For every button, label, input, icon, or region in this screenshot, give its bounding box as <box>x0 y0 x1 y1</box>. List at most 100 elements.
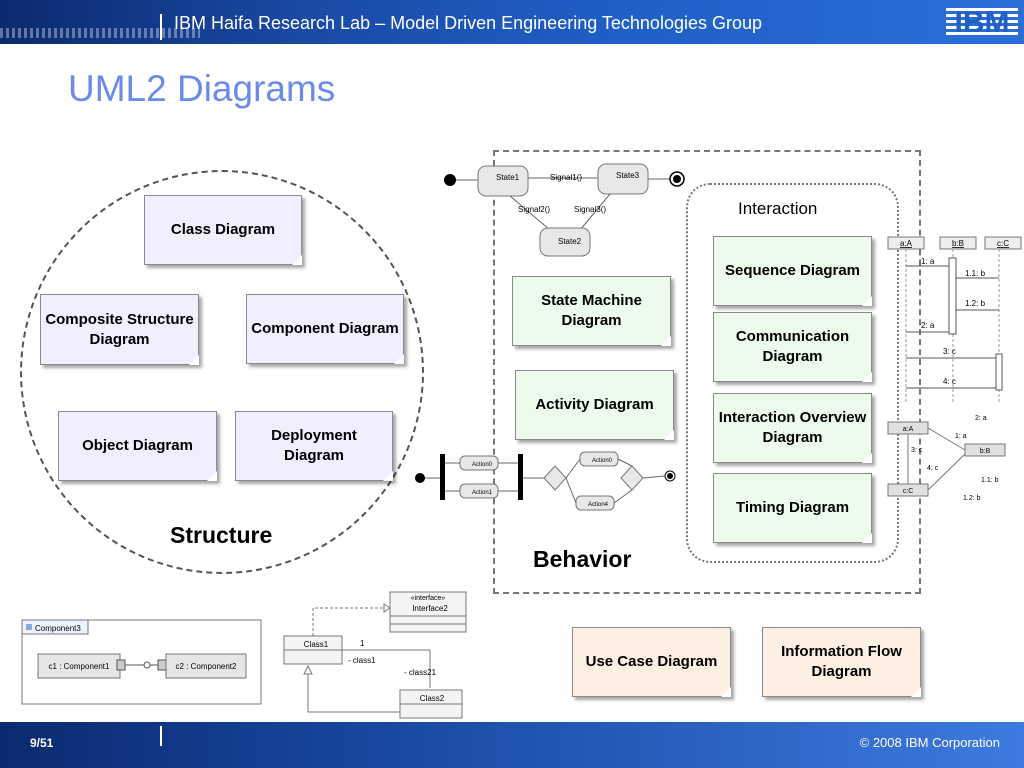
lifeline-c-label: c:C <box>997 239 1009 248</box>
signal2-label: Signal2() <box>518 205 550 214</box>
state2-label: State2 <box>558 237 582 246</box>
transition-signal3 <box>579 193 611 231</box>
multiplicity-label: 1 <box>360 639 365 648</box>
deployment-diagram-note: Deployment Diagram <box>235 411 393 481</box>
state-machine-diagram-note: State Machine Diagram <box>512 276 671 346</box>
decision-node <box>543 465 567 491</box>
component3-tab <box>21 619 89 635</box>
interface2-label: Interface2 <box>412 604 448 613</box>
msg-3-label: 3: c <box>943 347 956 356</box>
state1-label: State1 <box>496 173 520 182</box>
communication-thumbnail: a:A b:B c:C 2: a 1: a 3: c 4: c 1.1: b 1… <box>887 415 1006 502</box>
activity-thumbnail: Action0 Action1 Action0 Action4 <box>415 451 676 511</box>
msg-2-label: 2: a <box>921 321 935 330</box>
fork-bar <box>440 454 445 500</box>
footer-separator <box>160 726 162 746</box>
component3-label: Component3 <box>35 624 81 633</box>
object-a-label: a:A <box>903 426 914 433</box>
role-class21-label: - class21 <box>404 668 437 677</box>
signal1-label: Signal1() <box>550 173 582 182</box>
structure-circle <box>20 170 424 574</box>
object-b-label: b:B <box>980 448 991 455</box>
msg-4-label: 4: c <box>943 377 956 386</box>
state-machine-thumbnail: State1 Signal1() State3 Signal2() Signal… <box>444 163 685 257</box>
join-bar <box>518 454 523 500</box>
ibm-logo-text: IBM <box>955 6 1010 36</box>
activity-initial-node <box>415 473 425 483</box>
object-c-label: c:C <box>903 488 914 495</box>
action-label-1: Action0 <box>472 462 493 468</box>
c2-port <box>157 659 167 671</box>
behavior-label: Behavior <box>533 546 632 572</box>
comm-msg-label-5: 1.1: b <box>981 477 999 484</box>
state2-box <box>539 227 591 257</box>
comm-msg-label-1: 2: a <box>975 415 987 422</box>
class2-label: Class2 <box>420 694 445 703</box>
lifeline-b-label: b:B <box>952 239 964 248</box>
c2-label: c2 : Component2 <box>176 662 237 671</box>
state1-box <box>477 165 529 197</box>
generalization-arrowhead <box>303 664 313 675</box>
use-case-diagram-note: Use Case Diagram <box>572 627 731 697</box>
sequence-thumbnail: a:A b:B c:C 1: a 1.1: b 1.2: b 2: a 3: c… <box>887 236 1022 402</box>
comm-msg-label-4: 4: c <box>927 465 939 472</box>
action-label-4: Action4 <box>588 502 609 508</box>
activity-diagram-note: Activity Diagram <box>515 370 674 440</box>
header-stripe <box>0 28 200 38</box>
component-diagram-note: Component Diagram <box>246 294 404 364</box>
comm-msg-label-2: 1: a <box>955 433 967 440</box>
flow-9 <box>617 458 633 467</box>
flow-8 <box>565 477 577 504</box>
interaction-label: Interaction <box>738 199 818 218</box>
c2-box <box>165 653 247 679</box>
realization-line <box>312 607 390 636</box>
behavior-box <box>493 150 921 594</box>
action-label-2: Action1 <box>472 490 493 496</box>
class1-label: Class1 <box>304 640 329 649</box>
c1-label: c1 : Component1 <box>49 662 110 671</box>
lifeline-head-b <box>939 236 977 250</box>
lifeline-head-c <box>984 236 1022 250</box>
header-bar: IBM Haifa Research Lab – Model Driven En… <box>0 0 1024 44</box>
interaction-overview-diagram-note: Interaction Overview Diagram <box>713 393 872 463</box>
msg-1-1-label: 1.1: b <box>965 269 986 278</box>
header-separator <box>160 14 162 40</box>
activity-final-inner <box>667 473 673 479</box>
flow-10 <box>613 489 633 504</box>
class-diagram-note: Class Diagram <box>144 195 302 265</box>
activation-c <box>995 353 1003 391</box>
comm-msg-label-3: 3: c <box>911 447 923 454</box>
link-a-b <box>927 427 966 451</box>
lollipop-icon <box>143 661 151 669</box>
sequence-diagram-note: Sequence Diagram <box>713 236 872 306</box>
initial-node <box>444 174 456 186</box>
header-title: IBM Haifa Research Lab – Model Driven En… <box>174 13 762 33</box>
lifeline-a-label: a:A <box>900 239 913 248</box>
class-thumbnail: «interface» Interface2 Class1 1 - class1… <box>283 591 467 719</box>
page-title: UML2 Diagrams <box>68 68 336 109</box>
msg-1-2-label: 1.2: b <box>965 299 986 308</box>
object-diagram-note: Object Diagram <box>58 411 217 481</box>
c1-port <box>116 659 126 671</box>
realization-arrowhead <box>383 603 391 613</box>
composite-structure-diagram-note: Composite Structure Diagram <box>40 294 199 365</box>
merge-node <box>620 465 644 491</box>
footer-bar: 9/51 © 2008 IBM Corporation <box>0 722 1024 768</box>
page-number: 9/51 <box>30 736 54 750</box>
communication-diagram-note: Communication Diagram <box>713 312 872 382</box>
link-c-b <box>927 453 966 491</box>
interface2-box <box>389 591 467 633</box>
final-node-inner <box>673 175 681 183</box>
generalization-line <box>307 674 400 713</box>
signal3-label: Signal3() <box>574 205 606 214</box>
component3-icon <box>26 624 32 630</box>
timing-diagram-note: Timing Diagram <box>713 473 872 543</box>
component-thumbnail: Component3 c1 : Component1 c2 : Componen… <box>21 619 262 705</box>
msg-1-label: 1: a <box>921 257 935 266</box>
flow-11 <box>642 475 666 479</box>
transition-signal2 <box>509 195 551 231</box>
activation-b <box>948 257 957 335</box>
information-flow-diagram-note: Information Flow Diagram <box>762 627 921 697</box>
action-label-3: Action0 <box>592 458 613 464</box>
interface-stereotype: «interface» <box>411 595 446 602</box>
